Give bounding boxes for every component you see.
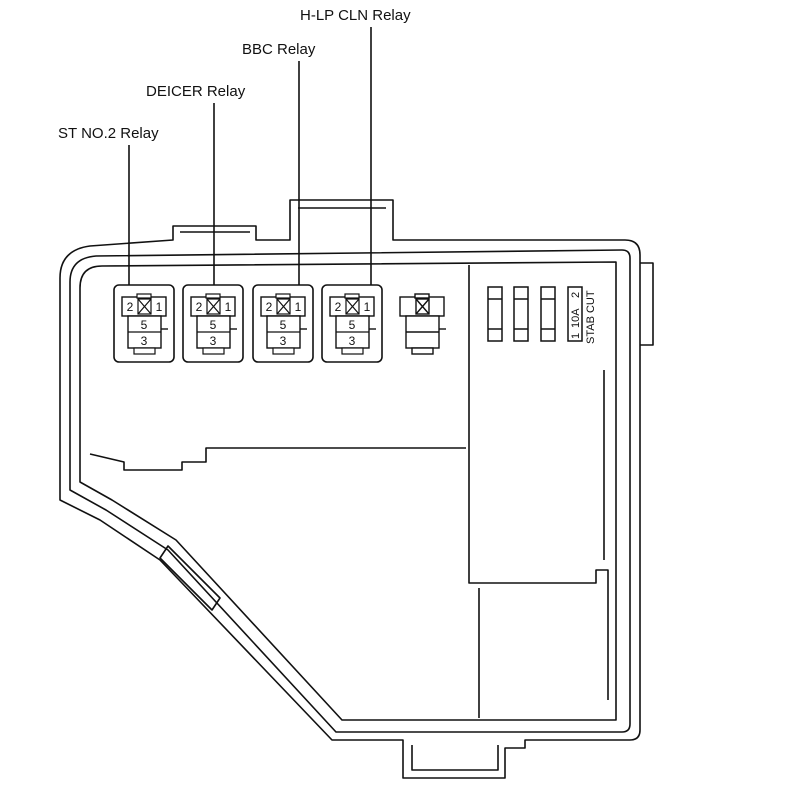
fuse-pin-2: 2 [570, 292, 582, 298]
relay-hlp-cln: 2 1 5 3 [321, 284, 383, 363]
relay-pin-3: 3 [210, 334, 217, 348]
relay-pin-2: 2 [196, 300, 203, 314]
relay-pin-5: 5 [141, 318, 148, 332]
fuse-stab-cut [567, 286, 583, 342]
left-lower-tab [159, 545, 221, 611]
relay-pin-5: 5 [349, 318, 356, 332]
fuse-rating: 10A [570, 308, 582, 328]
relay-pin-1: 1 [295, 300, 302, 314]
housing-inner-outline [69, 249, 631, 733]
relay-pin-1: 1 [156, 300, 163, 314]
relay-st-no2: 2 1 5 3 [113, 284, 175, 363]
cover-panel-outline [79, 261, 617, 721]
fuse-slot [513, 286, 529, 342]
housing-outer-outline [59, 199, 641, 779]
relay-pin-5: 5 [280, 318, 287, 332]
relay-pin-3: 3 [349, 334, 356, 348]
relay-deicer: 2 1 5 3 [182, 284, 244, 363]
fuse-slot [540, 286, 556, 342]
fuse-pin-1: 1 [570, 333, 582, 339]
relay-bbc: 2 1 5 3 [252, 284, 314, 363]
relay-pin-1: 1 [225, 300, 232, 314]
relay-pin-2: 2 [266, 300, 273, 314]
right-side-tab [640, 262, 654, 346]
fuse-slot [487, 286, 503, 342]
label-hlp-cln-relay: H-LP CLN Relay [300, 7, 411, 24]
label-st-no2-relay: ST NO.2 Relay [58, 125, 159, 142]
bottom-tab-inner [411, 745, 499, 771]
label-bbc-relay: BBC Relay [242, 41, 316, 58]
relay-pin-5: 5 [210, 318, 217, 332]
section-divider-left [89, 447, 466, 471]
label-deicer-relay: DEICER Relay [146, 83, 246, 100]
relay-pin-3: 3 [280, 334, 287, 348]
fuse-name-stab-cut: STAB CUT [585, 290, 597, 344]
relay-pin-1: 1 [364, 300, 371, 314]
section-divider-vertical [468, 265, 609, 700]
relay-pin-2: 2 [335, 300, 342, 314]
relay-pin-3: 3 [141, 334, 148, 348]
relay-socket-empty [399, 293, 446, 355]
relay-pin-2: 2 [127, 300, 134, 314]
